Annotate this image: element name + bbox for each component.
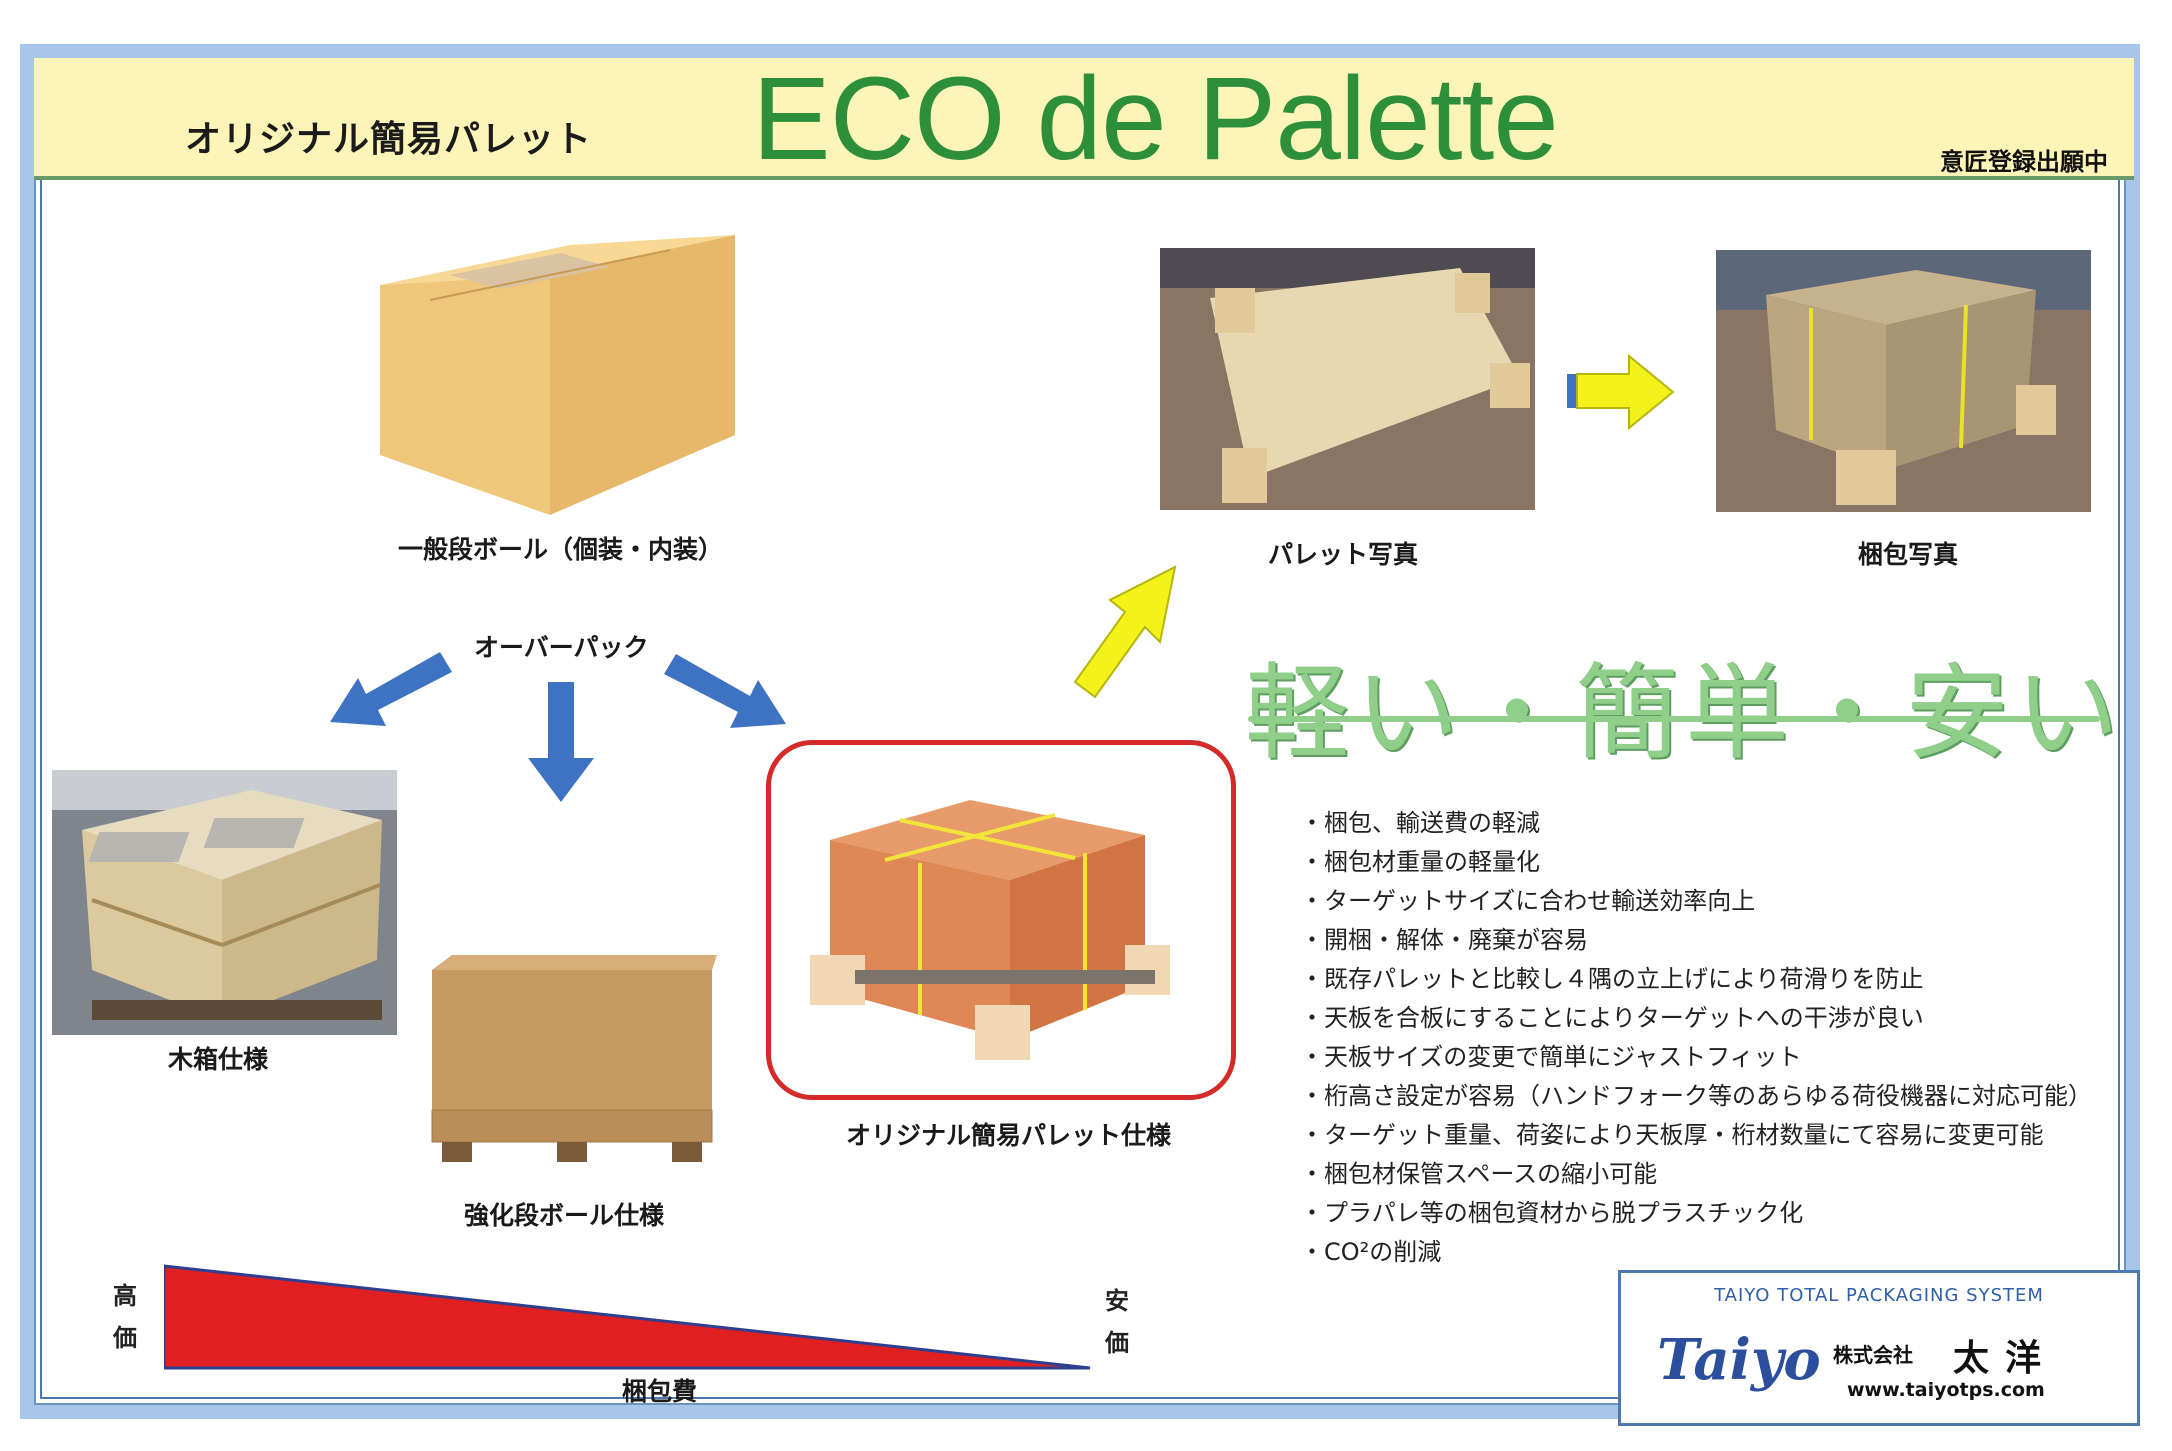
slogan: 軽い・簡単・安い: [1245, 652, 2126, 774]
arrow-up-right-icon: [1073, 565, 1177, 699]
list-item: 梱包材保管スペースの縮小可能: [1300, 1155, 2092, 1194]
pallet-photo-image: [1160, 248, 1535, 510]
arrow-left-icon: [330, 652, 452, 726]
company-name: 太洋: [1953, 1337, 2058, 1379]
wooden-crate-caption: 木箱仕様: [168, 1045, 269, 1074]
header-band: [34, 58, 2134, 180]
list-item: 桁高さ設定が容易（ハンドフォーク等のあらゆる荷役機器に対応可能）: [1300, 1077, 2092, 1116]
list-item: ターゲット重量、荷姿により天板厚・桁材数量にて容易に変更可能: [1300, 1116, 2092, 1155]
wooden-crate-image: [52, 770, 397, 1035]
list-item: ターゲットサイズに合わせ輸送効率向上: [1300, 882, 2092, 921]
design-registration-pending: 意匠登録出願中: [1940, 148, 2108, 176]
original-pallet-image: [800, 780, 1200, 1080]
packed-photo-image: [1716, 250, 2091, 512]
list-item: 天板サイズの変更で簡単にジャストフィット: [1300, 1038, 2092, 1077]
packed-photo-caption: 梱包写真: [1858, 540, 1959, 569]
arrow-right-icon: [664, 654, 786, 728]
reinforced-caption: 強化段ボール仕様: [464, 1201, 665, 1230]
original-pallet-highlight: [766, 740, 1236, 1100]
reinforced-cardboard-image: [422, 950, 722, 1170]
company-logo-box: TAIYO TOTAL PACKAGING SYSTEM Taiyo 株式会社 …: [1618, 1270, 2140, 1426]
arrow-down-icon: [528, 682, 594, 802]
list-item: 既存パレットと比較し４隅の立上げにより荷滑りを防止: [1300, 960, 2092, 999]
list-item: 天板を合板にすることによりターゲットへの干渉が良い: [1300, 999, 2092, 1038]
cost-axis-label: 梱包費: [622, 1377, 698, 1406]
company-url[interactable]: www.taiyotps.com: [1847, 1379, 2045, 1401]
list-item: プラパレ等の梱包資材から脱プラスチック化: [1300, 1194, 2092, 1233]
list-item: 梱包材重量の軽量化: [1300, 843, 2092, 882]
cost-triangle: [164, 1264, 1091, 1370]
cost-low-label: 安価: [1105, 1287, 1129, 1357]
pallet-photo-caption: パレット写真: [1268, 540, 1419, 569]
slogan-underline: [1248, 716, 2100, 722]
cardboard-box-image: [370, 225, 740, 515]
page-title: ECO de Palette: [752, 53, 1559, 185]
list-item: 開梱・解体・廃棄が容易: [1300, 921, 2092, 960]
taiyo-logo-mark: Taiyo: [1657, 1327, 1821, 1393]
overpack-label: オーバーパック: [474, 633, 649, 662]
list-item: CO²の削減: [1300, 1233, 2092, 1272]
cardboard-caption: 一般段ボール（個装・内装）: [398, 535, 724, 564]
logo-tagline: TAIYO TOTAL PACKAGING SYSTEM: [1714, 1285, 2044, 1306]
company-prefix: 株式会社: [1833, 1343, 1913, 1367]
cost-high-label: 高価: [113, 1282, 137, 1352]
overpack-arrows: [330, 652, 786, 802]
original-pallet-caption: オリジナル簡易パレット仕様: [846, 1121, 1172, 1150]
feature-list: 梱包、輸送費の軽減 梱包材重量の軽量化 ターゲットサイズに合わせ輸送効率向上 開…: [1300, 804, 2092, 1272]
subtitle: オリジナル簡易パレット: [185, 119, 593, 160]
list-item: 梱包、輸送費の軽減: [1300, 804, 2092, 843]
arrow-right-yellow-icon: [1567, 353, 1675, 431]
